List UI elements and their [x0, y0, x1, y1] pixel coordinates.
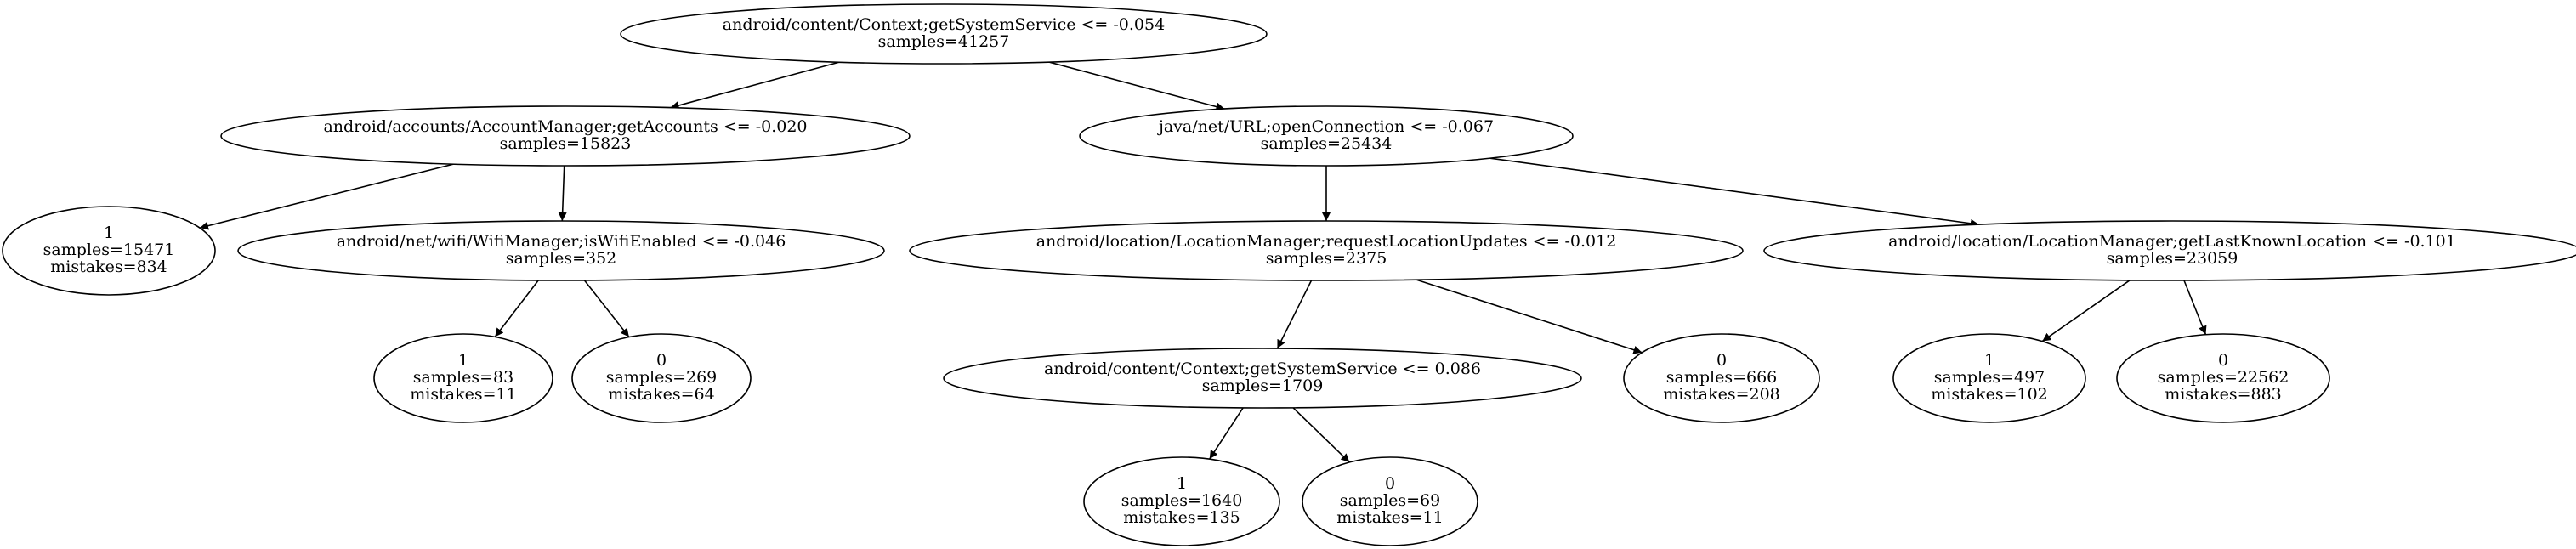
- node-ellipse: [909, 220, 1744, 281]
- node-label-line: samples=41257: [878, 32, 1010, 51]
- node-ellipse: [1083, 456, 1280, 546]
- node-label-line: samples=1709: [1202, 376, 1324, 395]
- node-label-line: 0: [1716, 351, 1727, 370]
- node-label-line: 1: [458, 351, 468, 370]
- node-label-line: 0: [656, 351, 667, 370]
- node-ellipse: [620, 3, 1268, 65]
- node-label-line: samples=1640: [1121, 491, 1243, 510]
- node-label-line: samples=2375: [1266, 249, 1387, 268]
- edge-n8-n9: [1208, 407, 1244, 460]
- node-label-line: mistakes=11: [410, 385, 516, 404]
- node-label-line: android/accounts/AccountManager;getAccou…: [323, 117, 807, 136]
- node-ellipse: [2, 206, 216, 296]
- node-label-line: 0: [1385, 474, 1395, 493]
- edge-n7-n11: [1416, 279, 1643, 354]
- edge-n7-n8: [1276, 280, 1313, 349]
- node-ellipse: [943, 348, 1582, 409]
- node-ellipse: [1623, 333, 1820, 423]
- split-node: android/net/wifi/WifiManager;isWifiEnabl…: [237, 220, 885, 281]
- node-label-line: samples=25434: [1261, 134, 1393, 153]
- node-label-line: samples=352: [506, 249, 617, 268]
- split-node: android/location/LocationManager;getLast…: [1763, 220, 2576, 281]
- edge-n6-n12: [1489, 157, 1979, 228]
- node-label-line: android/location/LocationManager;request…: [1036, 232, 1617, 251]
- node-ellipse: [1763, 220, 2576, 281]
- node-label-line: mistakes=64: [608, 385, 714, 404]
- edge-n8-n10: [1292, 407, 1350, 463]
- node-label-line: samples=497: [1934, 368, 2045, 387]
- node-label-line: mistakes=102: [1931, 385, 2048, 404]
- node-label-line: samples=666: [1666, 368, 1778, 387]
- node-label-line: samples=15471: [43, 241, 175, 259]
- node-label-line: 1: [104, 224, 114, 242]
- node-label-line: android/location/LocationManager;getLast…: [1888, 232, 2456, 251]
- edge-n1-n3: [558, 165, 567, 222]
- node-ellipse: [571, 333, 752, 423]
- node-label-line: mistakes=883: [2165, 385, 2282, 404]
- node-ellipse: [1302, 456, 1478, 546]
- node-label-line: mistakes=135: [1123, 508, 1240, 527]
- node-ellipse: [1079, 105, 1574, 167]
- edge-n3-n5: [583, 280, 630, 338]
- node-label-line: mistakes=834: [50, 258, 167, 276]
- node-ellipse: [373, 333, 553, 423]
- node-label-line: samples=269: [606, 368, 718, 387]
- node-label-line: 1: [1177, 474, 1187, 493]
- edge-n1-n2: [199, 163, 454, 230]
- node-label-line: mistakes=11: [1336, 508, 1443, 527]
- node-ellipse: [2116, 333, 2330, 423]
- split-node: android/location/LocationManager;request…: [909, 220, 1744, 281]
- node-label-line: samples=69: [1340, 491, 1440, 510]
- split-node: android/content/Context;getSystemService…: [620, 3, 1268, 65]
- split-node: android/content/Context;getSystemService…: [943, 348, 1582, 409]
- node-label-line: samples=23059: [2107, 249, 2238, 268]
- nodes-layer: android/content/Context;getSystemService…: [2, 3, 2576, 546]
- node-label-line: android/content/Context;getSystemService…: [723, 15, 1165, 34]
- edge-n0-n6: [1048, 61, 1225, 111]
- node-ellipse: [1892, 333, 2086, 423]
- edge-n12-n13: [2041, 280, 2131, 342]
- edge-n0-n1: [670, 61, 840, 110]
- node-label-line: java/net/URL;openConnection <= -0.067: [1157, 117, 1494, 136]
- edge-n12-n14: [2183, 280, 2207, 336]
- edges-layer: [199, 61, 2207, 463]
- node-label-line: 0: [2218, 351, 2228, 370]
- node-label-line: samples=22562: [2158, 368, 2289, 387]
- split-node: java/net/URL;openConnection <= -0.067sam…: [1079, 105, 1574, 167]
- node-label-line: samples=15823: [500, 134, 632, 153]
- node-label-line: mistakes=208: [1663, 385, 1780, 404]
- node-label-line: android/net/wifi/WifiManager;isWifiEnabl…: [337, 232, 786, 251]
- node-label-line: 1: [1984, 351, 1994, 370]
- node-ellipse: [220, 105, 911, 167]
- node-label-line: android/content/Context;getSystemService…: [1044, 359, 1481, 378]
- node-label-line: samples=83: [413, 368, 513, 387]
- edge-n3-n4: [494, 280, 539, 337]
- node-ellipse: [237, 220, 885, 281]
- split-node: android/accounts/AccountManager;getAccou…: [220, 105, 911, 167]
